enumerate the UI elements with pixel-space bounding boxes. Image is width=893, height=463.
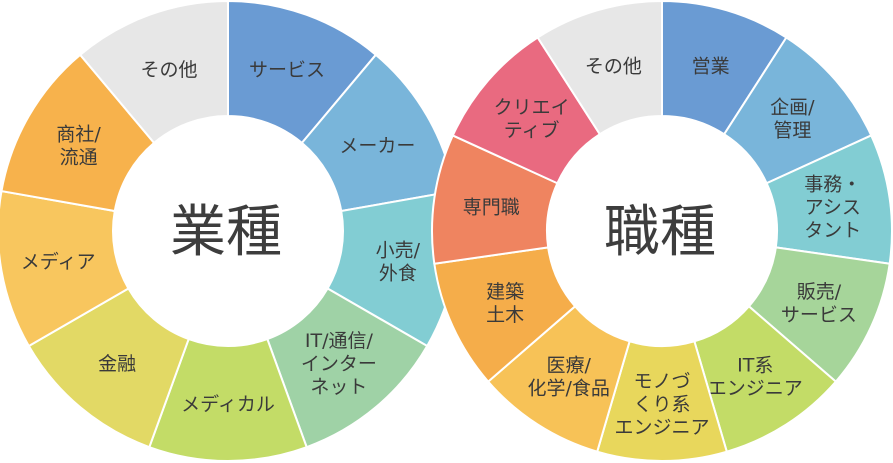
- occupation-segment-label: クリエイティブ: [494, 97, 570, 142]
- occupation-segment-label: 医療/化学/食品: [528, 355, 610, 400]
- occupation-segment-label-line: 医療/: [547, 355, 592, 377]
- industry-segment-label-line: 商社/: [56, 123, 101, 145]
- industry-segment-label: サービス: [249, 59, 325, 81]
- industry-segment-label: メディア: [21, 251, 96, 273]
- occupation-center-title: 職種: [604, 200, 716, 265]
- occupation-segment-label-line: クリエイ: [494, 97, 570, 119]
- industry-segment-label-line: ネット: [310, 376, 367, 398]
- occupation-segment-label: IT系エンジニア: [708, 355, 803, 400]
- occupation-segment-label: 建築土木: [486, 281, 524, 326]
- occupation-segment-label-line: ティブ: [504, 119, 560, 142]
- occupation-segment-label-line: 企画/: [770, 97, 815, 119]
- occupation-segment-label-line: 営業: [692, 55, 730, 77]
- occupation-segment-label: 専門職: [463, 196, 520, 218]
- industry-segment-label: メーカー: [339, 135, 415, 157]
- occupation-segment-label-line: エンジニア: [708, 378, 803, 400]
- occupation-segment-label-line: 建築: [486, 281, 524, 303]
- occupation-segment-label-line: モノづ: [633, 371, 690, 393]
- industry-segment-label-line: IT/通信/: [305, 330, 374, 352]
- occupation-segment-label-line: 販売/: [797, 281, 842, 303]
- occupation-segment-label-line: 事務・: [804, 173, 861, 195]
- industry-segment-label-line: メディア: [21, 251, 96, 273]
- industry-segment-label: 小売/外食: [376, 239, 421, 284]
- occupation-segment-label: 事務・アシスタント: [804, 173, 861, 241]
- occupation-segment-label-line: 専門職: [463, 196, 520, 218]
- industry-segment-label: メディカル: [181, 394, 275, 416]
- occupation-segment-label-line: 土木: [486, 304, 524, 326]
- occupation-segment-label-line: その他: [585, 55, 642, 77]
- industry-segment-label-line: 外食: [379, 262, 417, 284]
- industry-segment-label-line: その他: [140, 59, 197, 81]
- industry-segment-label-line: 金融: [98, 353, 136, 375]
- industry-segment-label: その他: [140, 59, 197, 81]
- industry-segment-label: 金融: [98, 353, 136, 375]
- occupation-segment-label: モノづくり系エンジニア: [614, 371, 709, 439]
- industry-segment-label-line: メディカル: [181, 394, 275, 416]
- industry-segment-label-line: 小売/: [376, 239, 421, 261]
- industry-segment-label-line: インター: [301, 353, 377, 375]
- industry-segment-label-line: メーカー: [339, 135, 415, 157]
- occupation-segment-label-line: IT系: [737, 355, 773, 377]
- occupation-segment-label-line: アシス: [805, 196, 861, 218]
- industry-segment-label: IT/通信/インターネット: [301, 330, 377, 398]
- industry-segment-label: 商社/流通: [56, 123, 101, 168]
- occupation-segment-label-line: 化学/食品: [528, 378, 610, 400]
- occupation-segment-label: 販売/サービス: [781, 281, 857, 326]
- occupation-ring: 営業企画/管理事務・アシスタント販売/サービスIT系エンジニアモノづくり系エンジ…: [431, 0, 893, 462]
- occupation-segment-label-line: エンジニア: [614, 417, 709, 439]
- occupation-segment: [536, 0, 663, 136]
- occupation-segment-label-line: くり系: [633, 394, 690, 416]
- occupation-segment-label-line: サービス: [781, 304, 857, 326]
- industry-center-title: 業種: [170, 200, 282, 265]
- industry-segment-label-line: サービス: [249, 59, 325, 81]
- occupation-segment-label-line: タント: [804, 219, 861, 241]
- industry-segment: [78, 0, 229, 145]
- occupation-segment-label-line: 管理: [773, 120, 811, 142]
- industry-segment-label-line: 流通: [60, 146, 98, 168]
- occupation-segment-label: 企画/管理: [770, 97, 815, 142]
- occupation-segment-label: その他: [585, 55, 642, 77]
- occupation-segment-label: 営業: [692, 55, 730, 77]
